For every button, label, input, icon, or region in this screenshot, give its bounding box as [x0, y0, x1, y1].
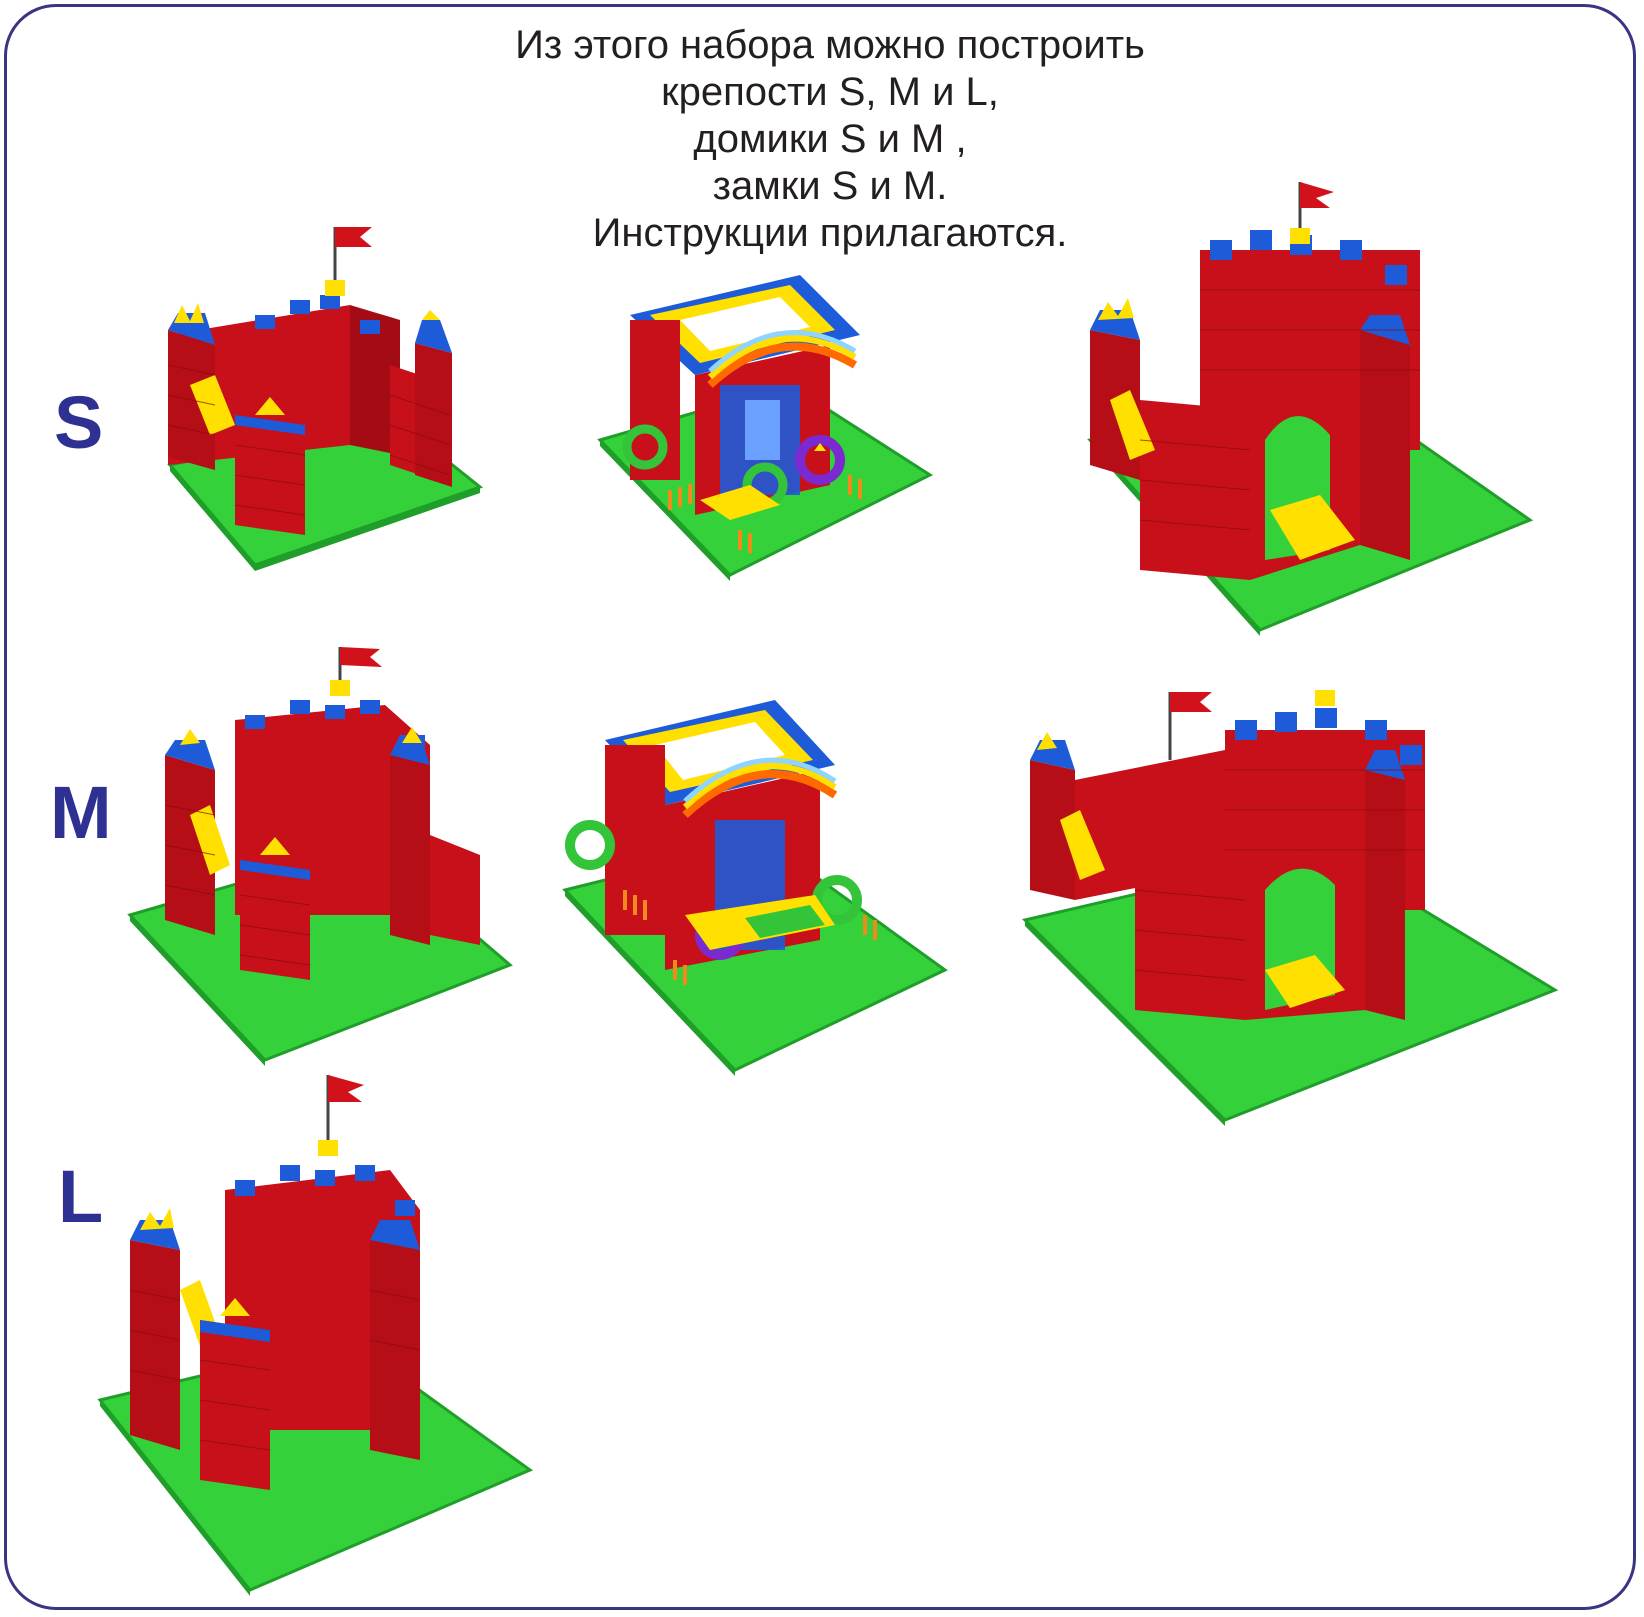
fortress-l-image [97, 1070, 534, 1596]
caption-line-4: замки S и M. [712, 164, 948, 208]
fortress-m-image [127, 645, 513, 1066]
fortress-s-image [160, 225, 484, 575]
size-label-m: M [50, 771, 112, 854]
caption-line-2: крепости S, M и L, [661, 70, 999, 114]
castle-m-image [1022, 690, 1559, 1126]
size-label-l: L [58, 1155, 104, 1238]
caption-line-3: домики S и M , [693, 117, 967, 161]
border-frame [4, 4, 1636, 1610]
caption: Из этого набора можно построить крепости… [330, 22, 1330, 257]
caption-line-5: Инструкции прилагаются. [592, 211, 1068, 255]
castle-s-image [1087, 180, 1534, 636]
house-m-image [562, 700, 948, 1080]
size-label-s: S [54, 381, 104, 464]
caption-line-1: Из этого набора можно построить [515, 23, 1145, 67]
house-s-image [597, 275, 934, 595]
